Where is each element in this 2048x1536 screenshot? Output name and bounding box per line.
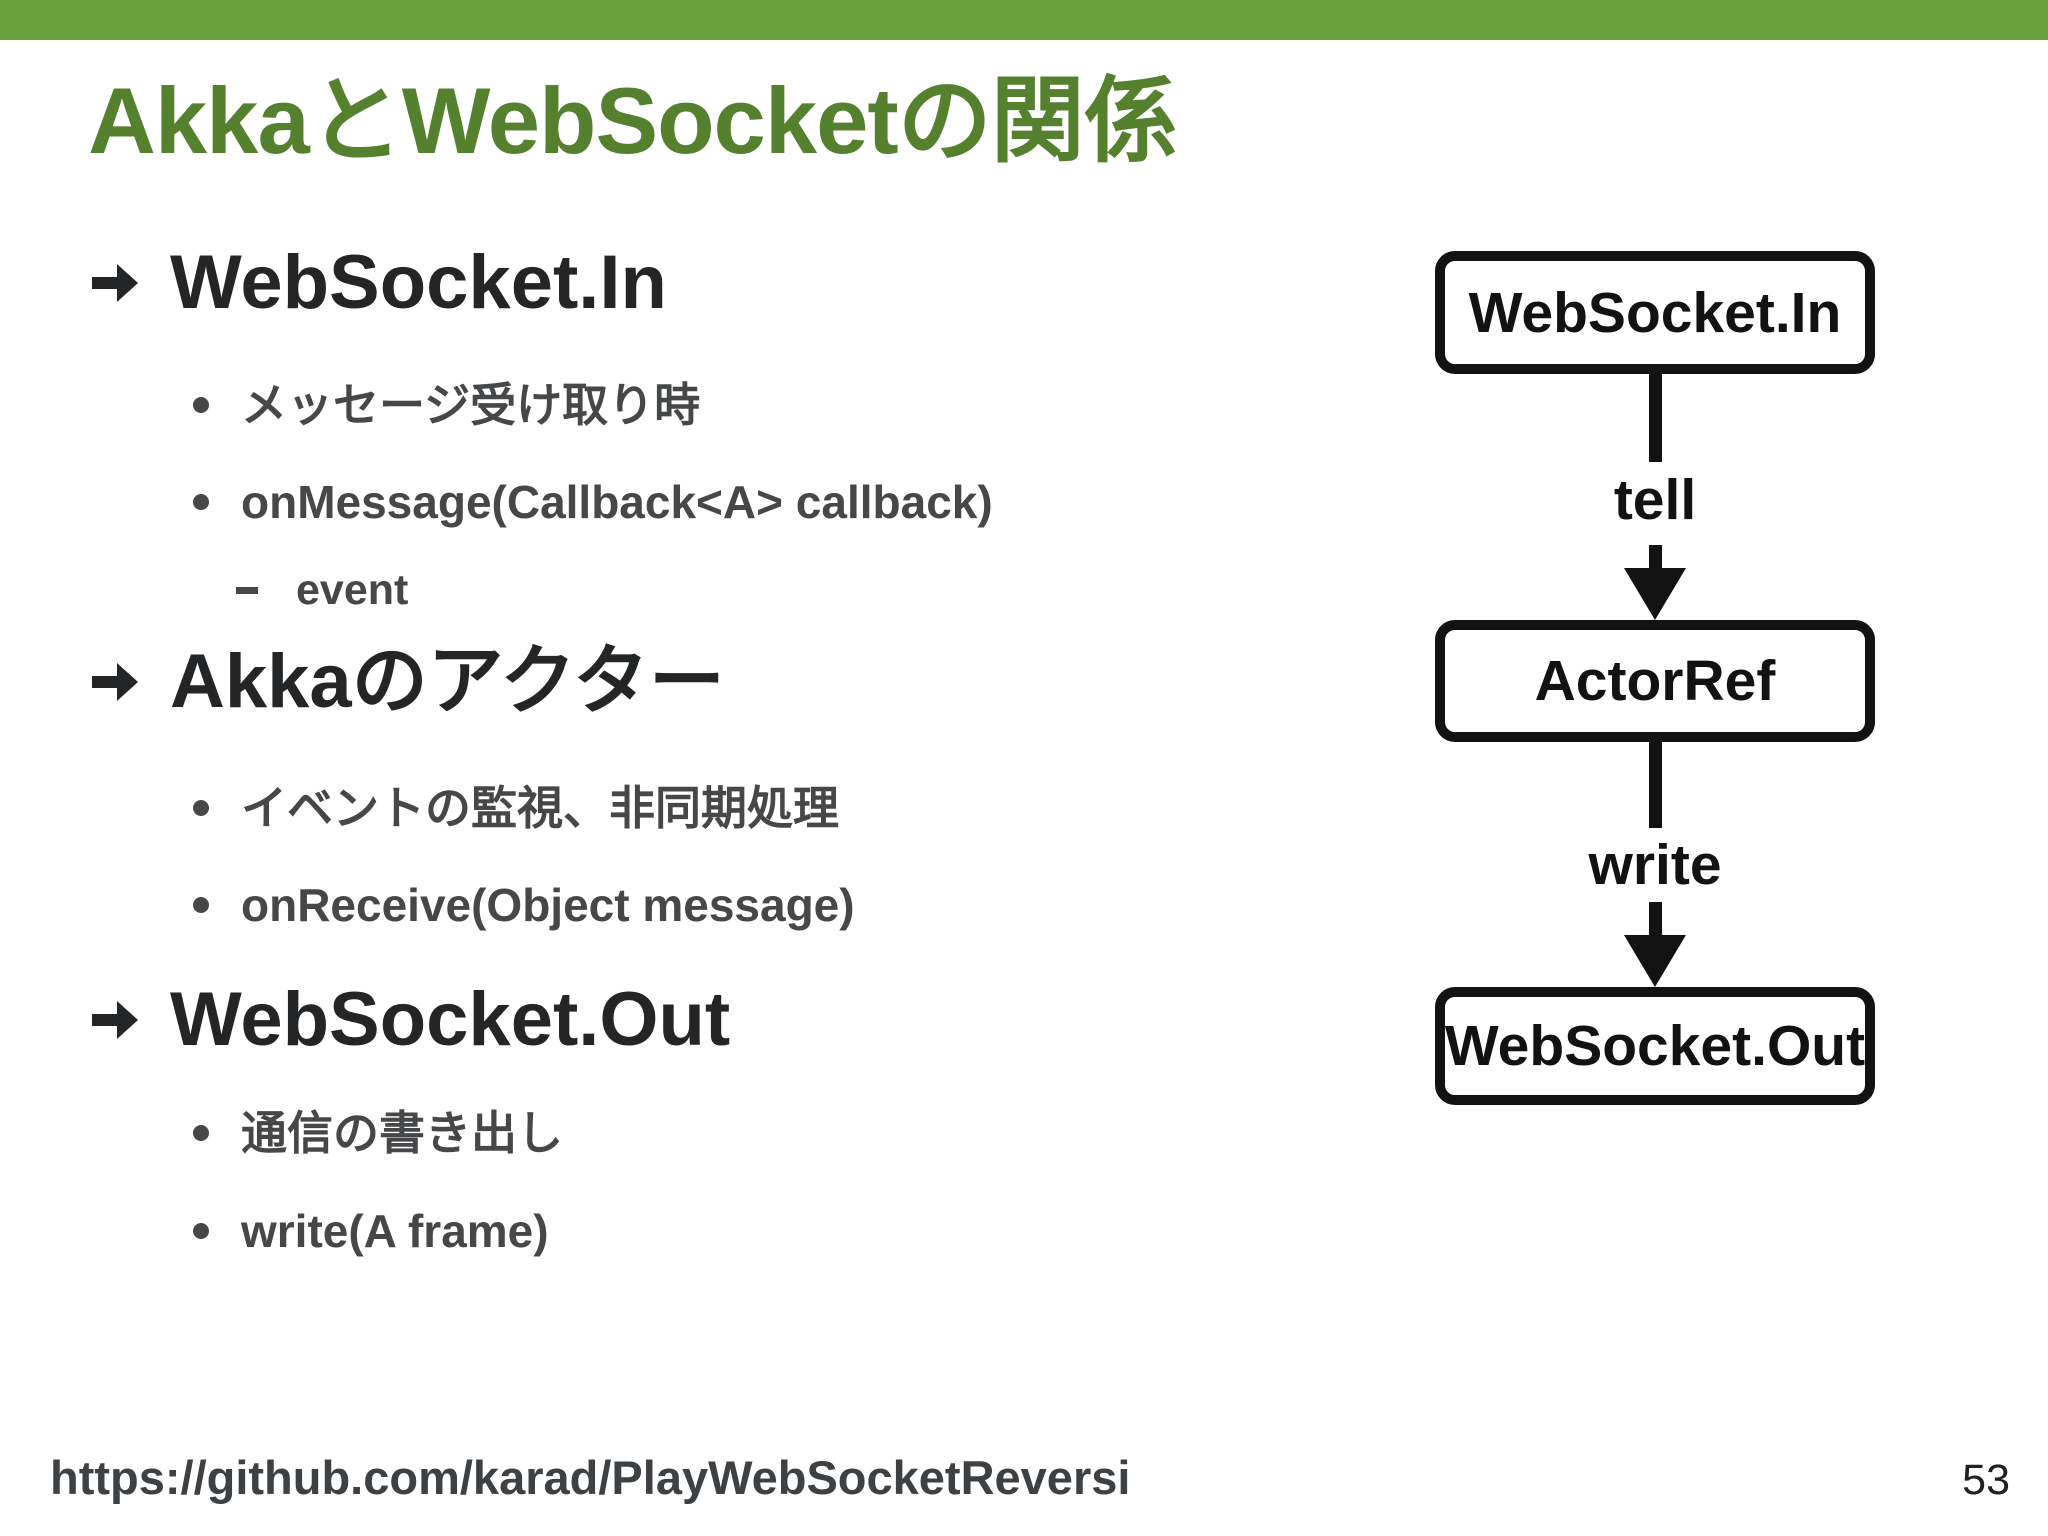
diagram-node-websocket-in: WebSocket.In (1435, 251, 1875, 374)
page-number: 53 (1962, 1456, 2010, 1504)
list-item-label: write(A frame) (241, 1205, 549, 1257)
diagram-node-websocket-out: WebSocket.Out (1435, 987, 1875, 1105)
diagram-node-actorref: ActorRef (1435, 620, 1875, 742)
edge-label-tell: tell (1613, 468, 1697, 532)
dot-bullet-icon (193, 1125, 209, 1141)
list-item: onReceive(Object message) (193, 877, 855, 933)
slide-title: AkkaとWebSocketの関係 (88, 68, 1178, 173)
list-item-label: Akkaのアクター (170, 639, 725, 724)
list-item-label: onReceive(Object message) (241, 879, 855, 931)
list-item: イベントの監視、非同期処理 (193, 780, 839, 836)
list-item-label: event (296, 566, 409, 614)
dot-bullet-icon (193, 1223, 209, 1239)
dot-bullet-icon (193, 397, 209, 413)
diagram-node-label: WebSocket.In (1468, 280, 1842, 345)
dot-bullet-icon (193, 800, 209, 816)
connector-line (1649, 374, 1662, 462)
arrow-right-bullet-icon (92, 1001, 138, 1039)
dot-bullet-icon (193, 897, 209, 913)
list-item: event (236, 564, 408, 616)
arrow-down-head-icon (1624, 935, 1686, 987)
list-item-label: WebSocket.In (170, 240, 667, 325)
list-item-label: onMessage(Callback<A> callback) (241, 476, 993, 528)
list-item-label: 通信の書き出し (241, 1107, 563, 1159)
list-item: WebSocket.In (92, 241, 667, 325)
list-item-label: WebSocket.Out (170, 977, 731, 1062)
list-item: メッセージ受け取り時 (193, 377, 700, 433)
connector-line (1649, 742, 1662, 828)
list-item: 通信の書き出し (193, 1105, 563, 1161)
connector-line (1649, 902, 1662, 938)
diagram-node-label: ActorRef (1534, 649, 1776, 713)
arrow-right-bullet-icon (92, 663, 138, 701)
edge-label-write: write (1588, 833, 1722, 897)
diagram-node-label: WebSocket.Out (1444, 1014, 1866, 1078)
top-accent-bar (0, 0, 2048, 40)
dash-bullet-icon (236, 586, 258, 594)
list-item: onMessage(Callback<A> callback) (193, 474, 993, 530)
arrow-down-head-icon (1624, 568, 1686, 620)
footer-url: https://github.com/karad/PlayWebSocketRe… (50, 1451, 1131, 1504)
list-item-label: メッセージ受け取り時 (241, 379, 701, 431)
list-item: write(A frame) (193, 1203, 549, 1259)
dot-bullet-icon (193, 494, 209, 510)
arrow-right-bullet-icon (92, 264, 138, 302)
list-item: Akkaのアクター (92, 640, 725, 724)
list-item-label: イベントの監視、非同期処理 (241, 782, 839, 834)
list-item: WebSocket.Out (92, 978, 730, 1062)
